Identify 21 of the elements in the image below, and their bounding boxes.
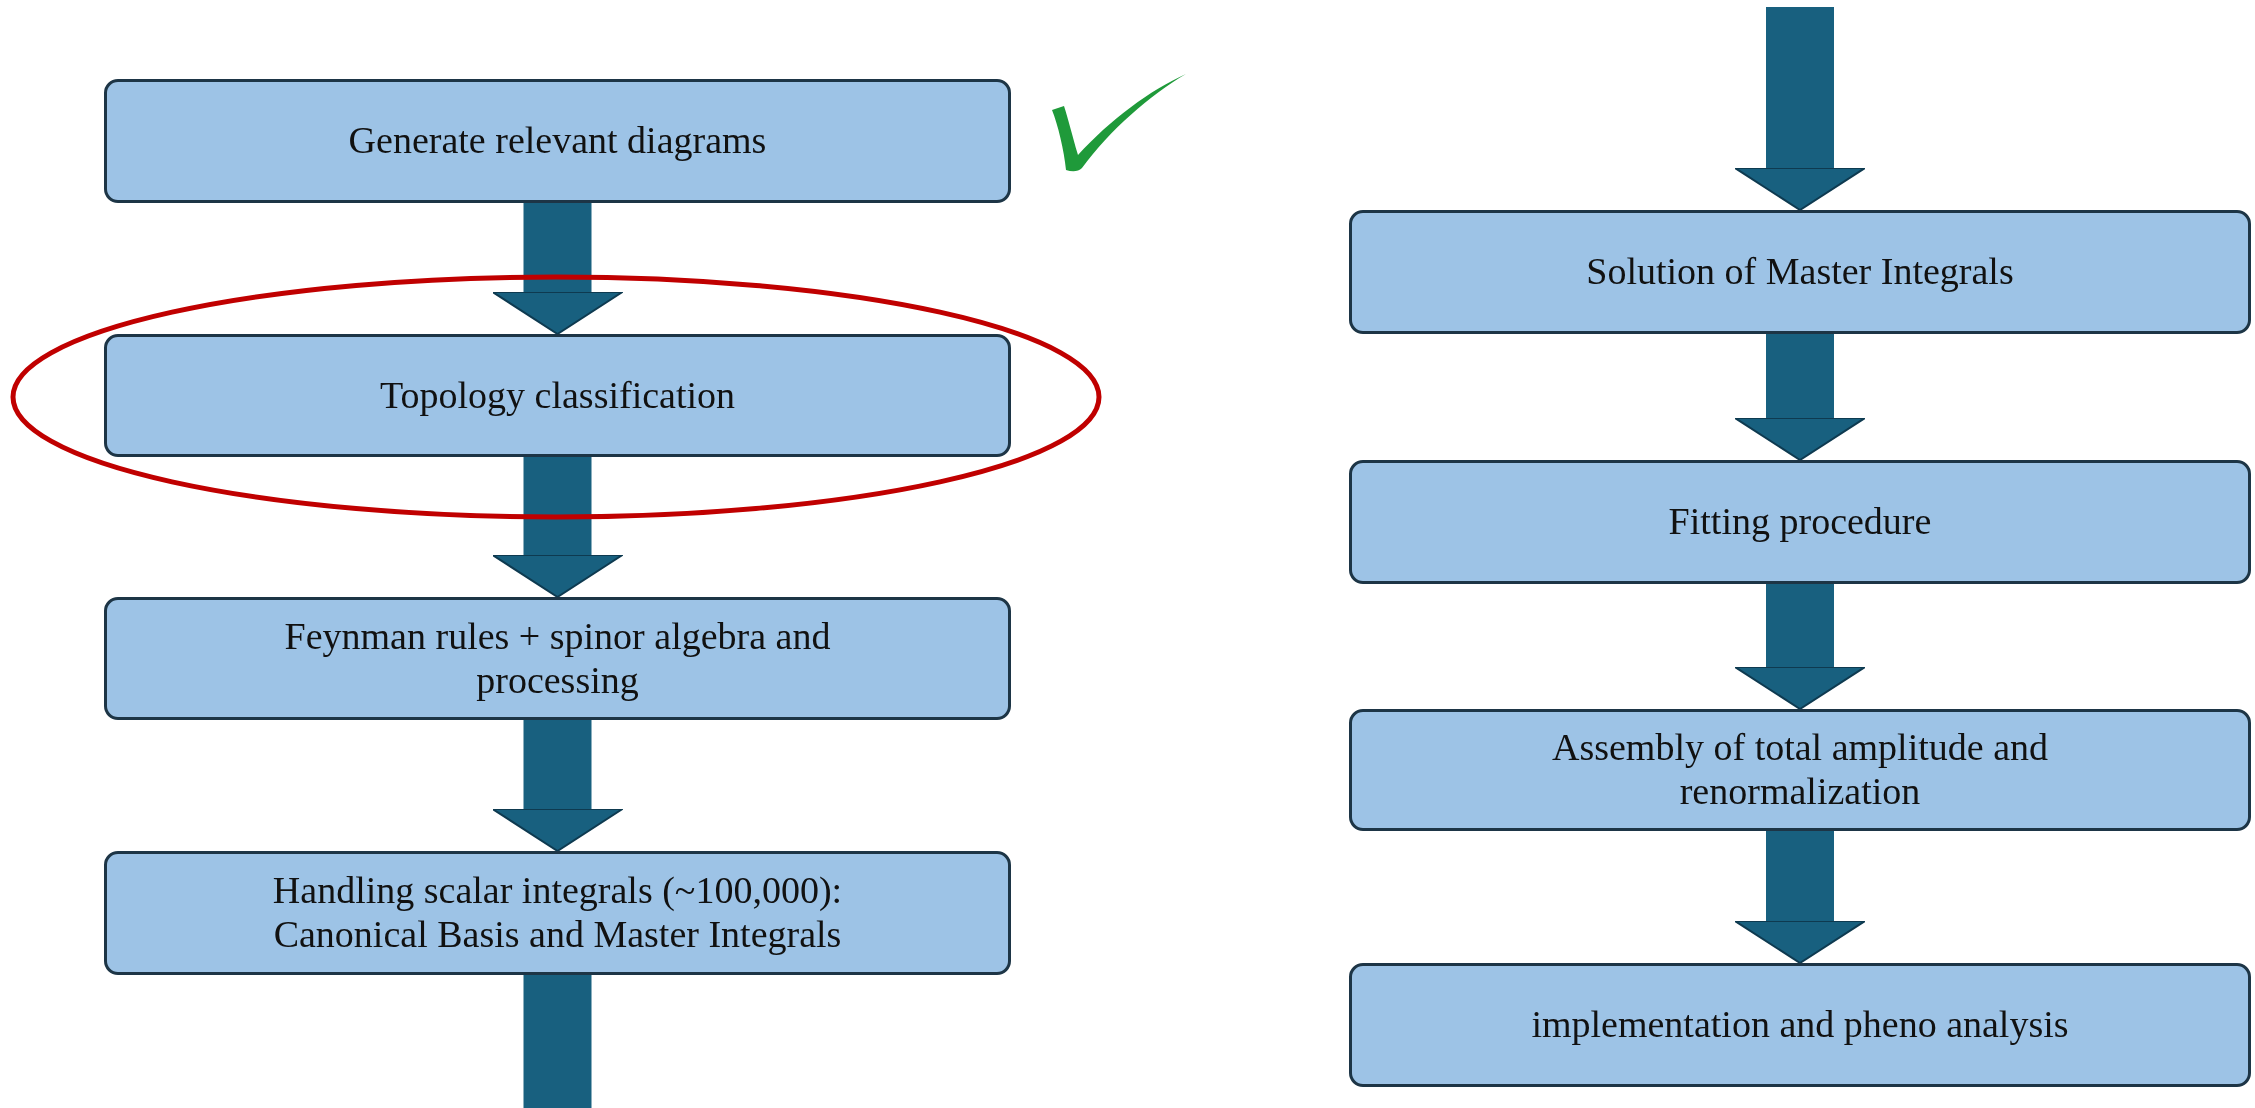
process-box [104,79,1011,203]
block-arrow [1734,831,1866,964]
block-arrow [1734,7,1866,211]
block-arrow [1734,334,1866,461]
step-text: Fitting procedure [1668,500,1932,544]
process-box [1349,460,2251,584]
process-box [104,851,1011,975]
block-arrow [1734,584,1866,710]
step-text: implementation and pheno analysis [1531,1003,2069,1047]
process-box [1349,709,2251,831]
step-text: Handling scalar integrals (~100,000): Canonical Basis and Master Integrals [271,869,844,957]
process-box [104,597,1011,720]
step-text: Generate relevant diagrams [348,119,767,163]
step-text: Topology classification [379,373,736,418]
process-box [1349,210,2251,334]
process-box [104,334,1011,457]
step-text: Assembly of total amplitude and renormalization [1551,726,2049,814]
process-box [1349,963,2251,1087]
step-text: Solution of Master Integrals [1586,250,2014,294]
step-text: Feynman rules + spinor algebra and processing [283,614,832,703]
block-arrow [491,720,624,852]
